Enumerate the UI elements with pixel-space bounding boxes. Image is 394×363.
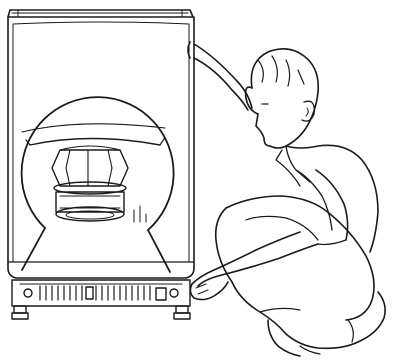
leveling-foot-magnifier bbox=[20, 96, 175, 273]
person-hand bbox=[189, 269, 229, 301]
person-kneeling bbox=[187, 41, 386, 357]
leveling-foot-left bbox=[11, 305, 29, 320]
washer-base bbox=[11, 279, 191, 307]
person-reaching-arm bbox=[197, 243, 319, 287]
leveling-foot-right bbox=[173, 305, 191, 320]
person-legs bbox=[225, 195, 375, 321]
person-raised-arm bbox=[193, 43, 253, 109]
lock-nut bbox=[21, 123, 166, 223]
washing-machine bbox=[7, 9, 195, 279]
person-torso bbox=[285, 144, 379, 253]
